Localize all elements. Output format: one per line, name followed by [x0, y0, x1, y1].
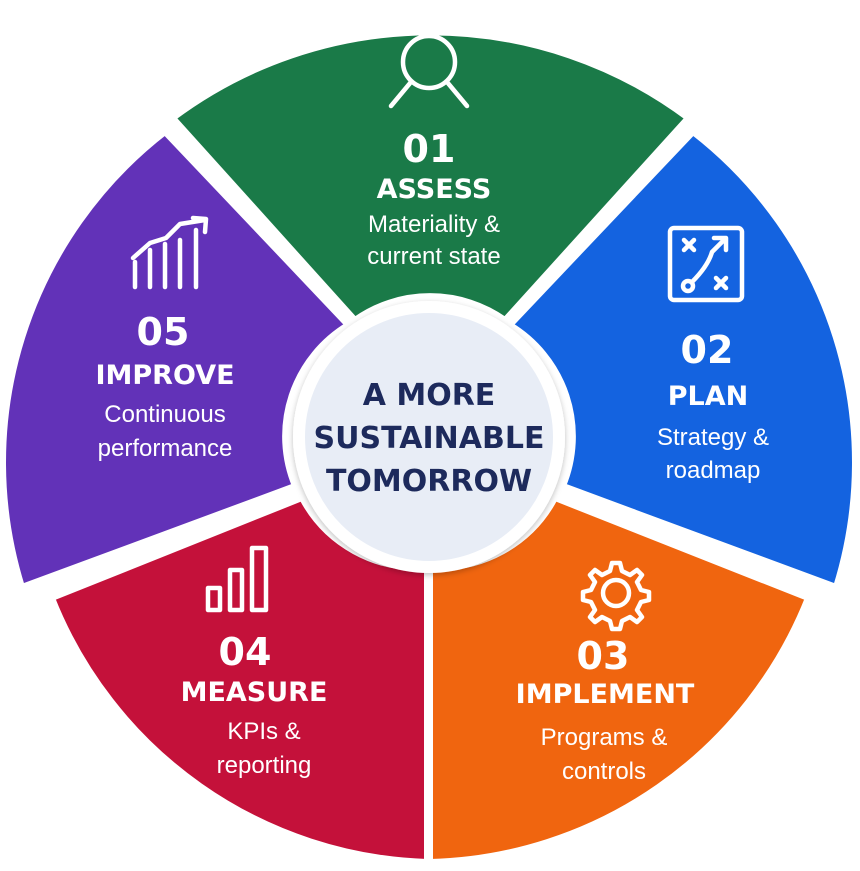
step-desc-plan-2: roadmap — [666, 457, 761, 484]
trend-chart-icon — [130, 215, 209, 290]
center-circle — [293, 301, 565, 573]
step-desc-measure-1: KPIs & — [227, 718, 300, 745]
step-number-improve: 05 — [137, 310, 190, 354]
step-desc-improve-2: performance — [98, 435, 233, 462]
step-number-measure: 04 — [219, 630, 272, 674]
step-title-implement: IMPLEMENT — [516, 679, 695, 710]
step-number-plan: 02 — [681, 328, 734, 372]
strategy-board-icon — [667, 225, 745, 303]
step-title-improve: IMPROVE — [95, 360, 234, 391]
segment-plan — [507, 129, 858, 590]
step-desc-plan-1: Strategy & — [657, 424, 769, 451]
magnifier-icon — [388, 33, 470, 109]
step-number-implement: 03 — [577, 634, 630, 678]
gear-icon — [580, 560, 652, 632]
segment-implement — [427, 495, 811, 865]
center-line-1: A MORE — [363, 378, 496, 413]
center-line-2: SUSTAINABLE — [314, 421, 545, 456]
step-number-assess: 01 — [403, 127, 456, 171]
segment-assess — [170, 29, 691, 323]
step-title-assess: ASSESS — [377, 174, 492, 205]
segment-improve — [0, 129, 351, 590]
step-title-measure: MEASURE — [181, 677, 328, 708]
step-desc-measure-2: reporting — [217, 752, 312, 779]
bar-chart-icon — [205, 545, 269, 613]
center-line-3: TOMORROW — [326, 464, 532, 499]
step-title-plan: PLAN — [668, 381, 749, 412]
step-desc-assess-1: Materiality & — [368, 211, 500, 238]
step-desc-improve-1: Continuous — [104, 401, 225, 428]
step-desc-assess-2: current state — [367, 243, 500, 270]
step-desc-implement-2: controls — [562, 758, 646, 785]
step-desc-implement-1: Programs & — [541, 724, 668, 751]
